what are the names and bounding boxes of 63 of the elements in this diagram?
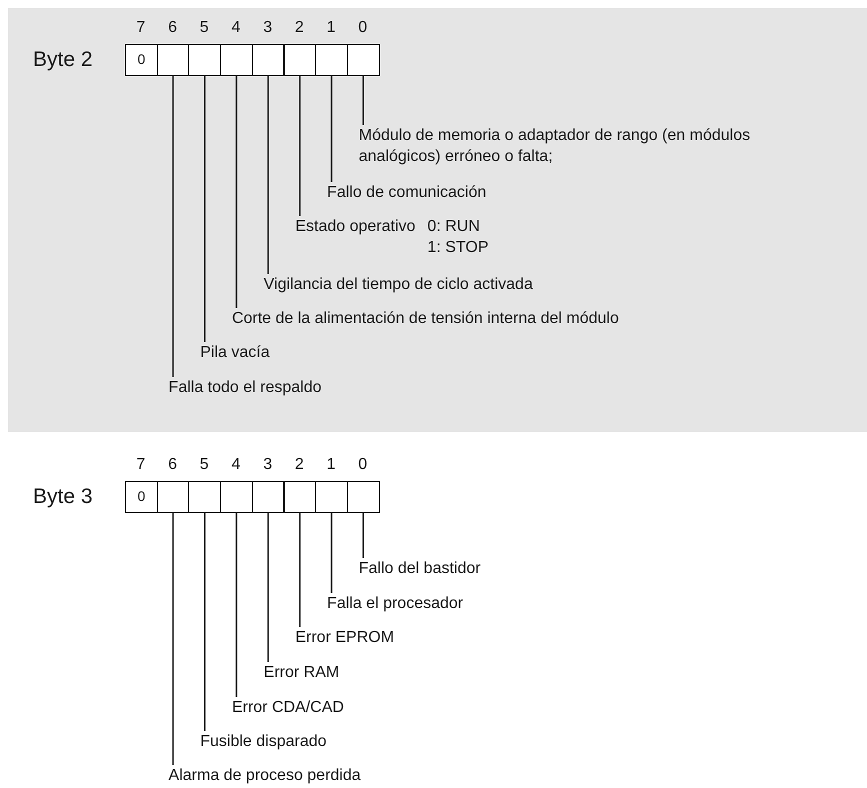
bit-description: Alarma de proceso perdida	[168, 765, 361, 786]
bit-cell	[252, 44, 284, 76]
bit-number: 7	[135, 18, 146, 38]
bit-number: 0	[357, 455, 368, 475]
bit-number: 0	[357, 18, 368, 38]
bit-number: 4	[230, 18, 242, 38]
bit-cell	[315, 44, 348, 76]
bit-description: Vigilancia del tiempo de ciclo activada	[264, 274, 533, 295]
bit-description: Corte de la alimentación de tensión interna del módulo	[232, 308, 619, 329]
bit-cell	[188, 44, 222, 76]
bit-cell: 0	[125, 481, 158, 513]
leader-line	[204, 513, 206, 731]
bit-description: Módulo de memoria o adaptador de rango (en módulos analógicos) erróneo o falta;	[358, 125, 784, 167]
bit-cell	[220, 481, 253, 513]
bit-cell	[220, 44, 253, 76]
bit-number: 6	[167, 455, 178, 475]
bit-number: 1	[326, 455, 336, 475]
leader-line	[172, 513, 174, 765]
leader-line	[172, 76, 174, 377]
bit-cell	[315, 481, 348, 513]
bit-cell	[188, 481, 222, 513]
bit-cell	[284, 44, 316, 76]
bit-description: Fallo del bastidor	[358, 558, 481, 579]
leader-line	[204, 76, 206, 342]
bit-cell: 0	[125, 44, 158, 76]
leader-line	[267, 513, 269, 662]
bit-number: 5	[198, 455, 210, 475]
leader-line	[299, 76, 301, 216]
bit-cell	[346, 44, 380, 76]
leader-line	[330, 76, 332, 182]
bit-description: Fallo de comunicación	[327, 182, 486, 203]
bit-description: Fusible disparado	[200, 731, 327, 752]
bit-description: Error EPROM	[295, 627, 394, 648]
bit-number: 3	[262, 18, 274, 38]
bit-description: Error CDA/CAD	[232, 697, 344, 718]
bit-cell	[346, 481, 380, 513]
leader-line	[362, 513, 364, 558]
bit-number: 1	[326, 18, 336, 38]
leader-line	[267, 76, 269, 274]
bit-number: 7	[135, 455, 146, 475]
bit-cell	[156, 481, 190, 513]
bit-cell	[156, 44, 190, 76]
bit-number: 6	[167, 18, 178, 38]
leader-line	[236, 76, 238, 308]
bit-description: Estado operativo	[295, 217, 416, 237]
bit-description: Pila vacía	[200, 342, 270, 363]
bit-description: Falla el procesador	[327, 593, 464, 614]
state-values: 0: RUN 1: STOP	[427, 217, 490, 258]
bit-description: Error RAM	[264, 662, 340, 683]
bit-number: 5	[198, 18, 210, 38]
bit-number: 4	[230, 455, 242, 475]
bit-description: Falla todo el respaldo	[168, 377, 322, 398]
leader-line	[236, 513, 238, 697]
byte-label: Byte 3	[33, 485, 93, 509]
byte-label: Byte 2	[33, 48, 93, 72]
bit-cell	[284, 481, 316, 513]
leader-line	[299, 513, 301, 627]
bit-cell	[252, 481, 284, 513]
leader-line	[330, 513, 332, 593]
bit-number: 2	[294, 455, 305, 475]
bit-number: 3	[262, 455, 274, 475]
bit-number: 2	[294, 18, 305, 38]
leader-line	[362, 76, 364, 125]
